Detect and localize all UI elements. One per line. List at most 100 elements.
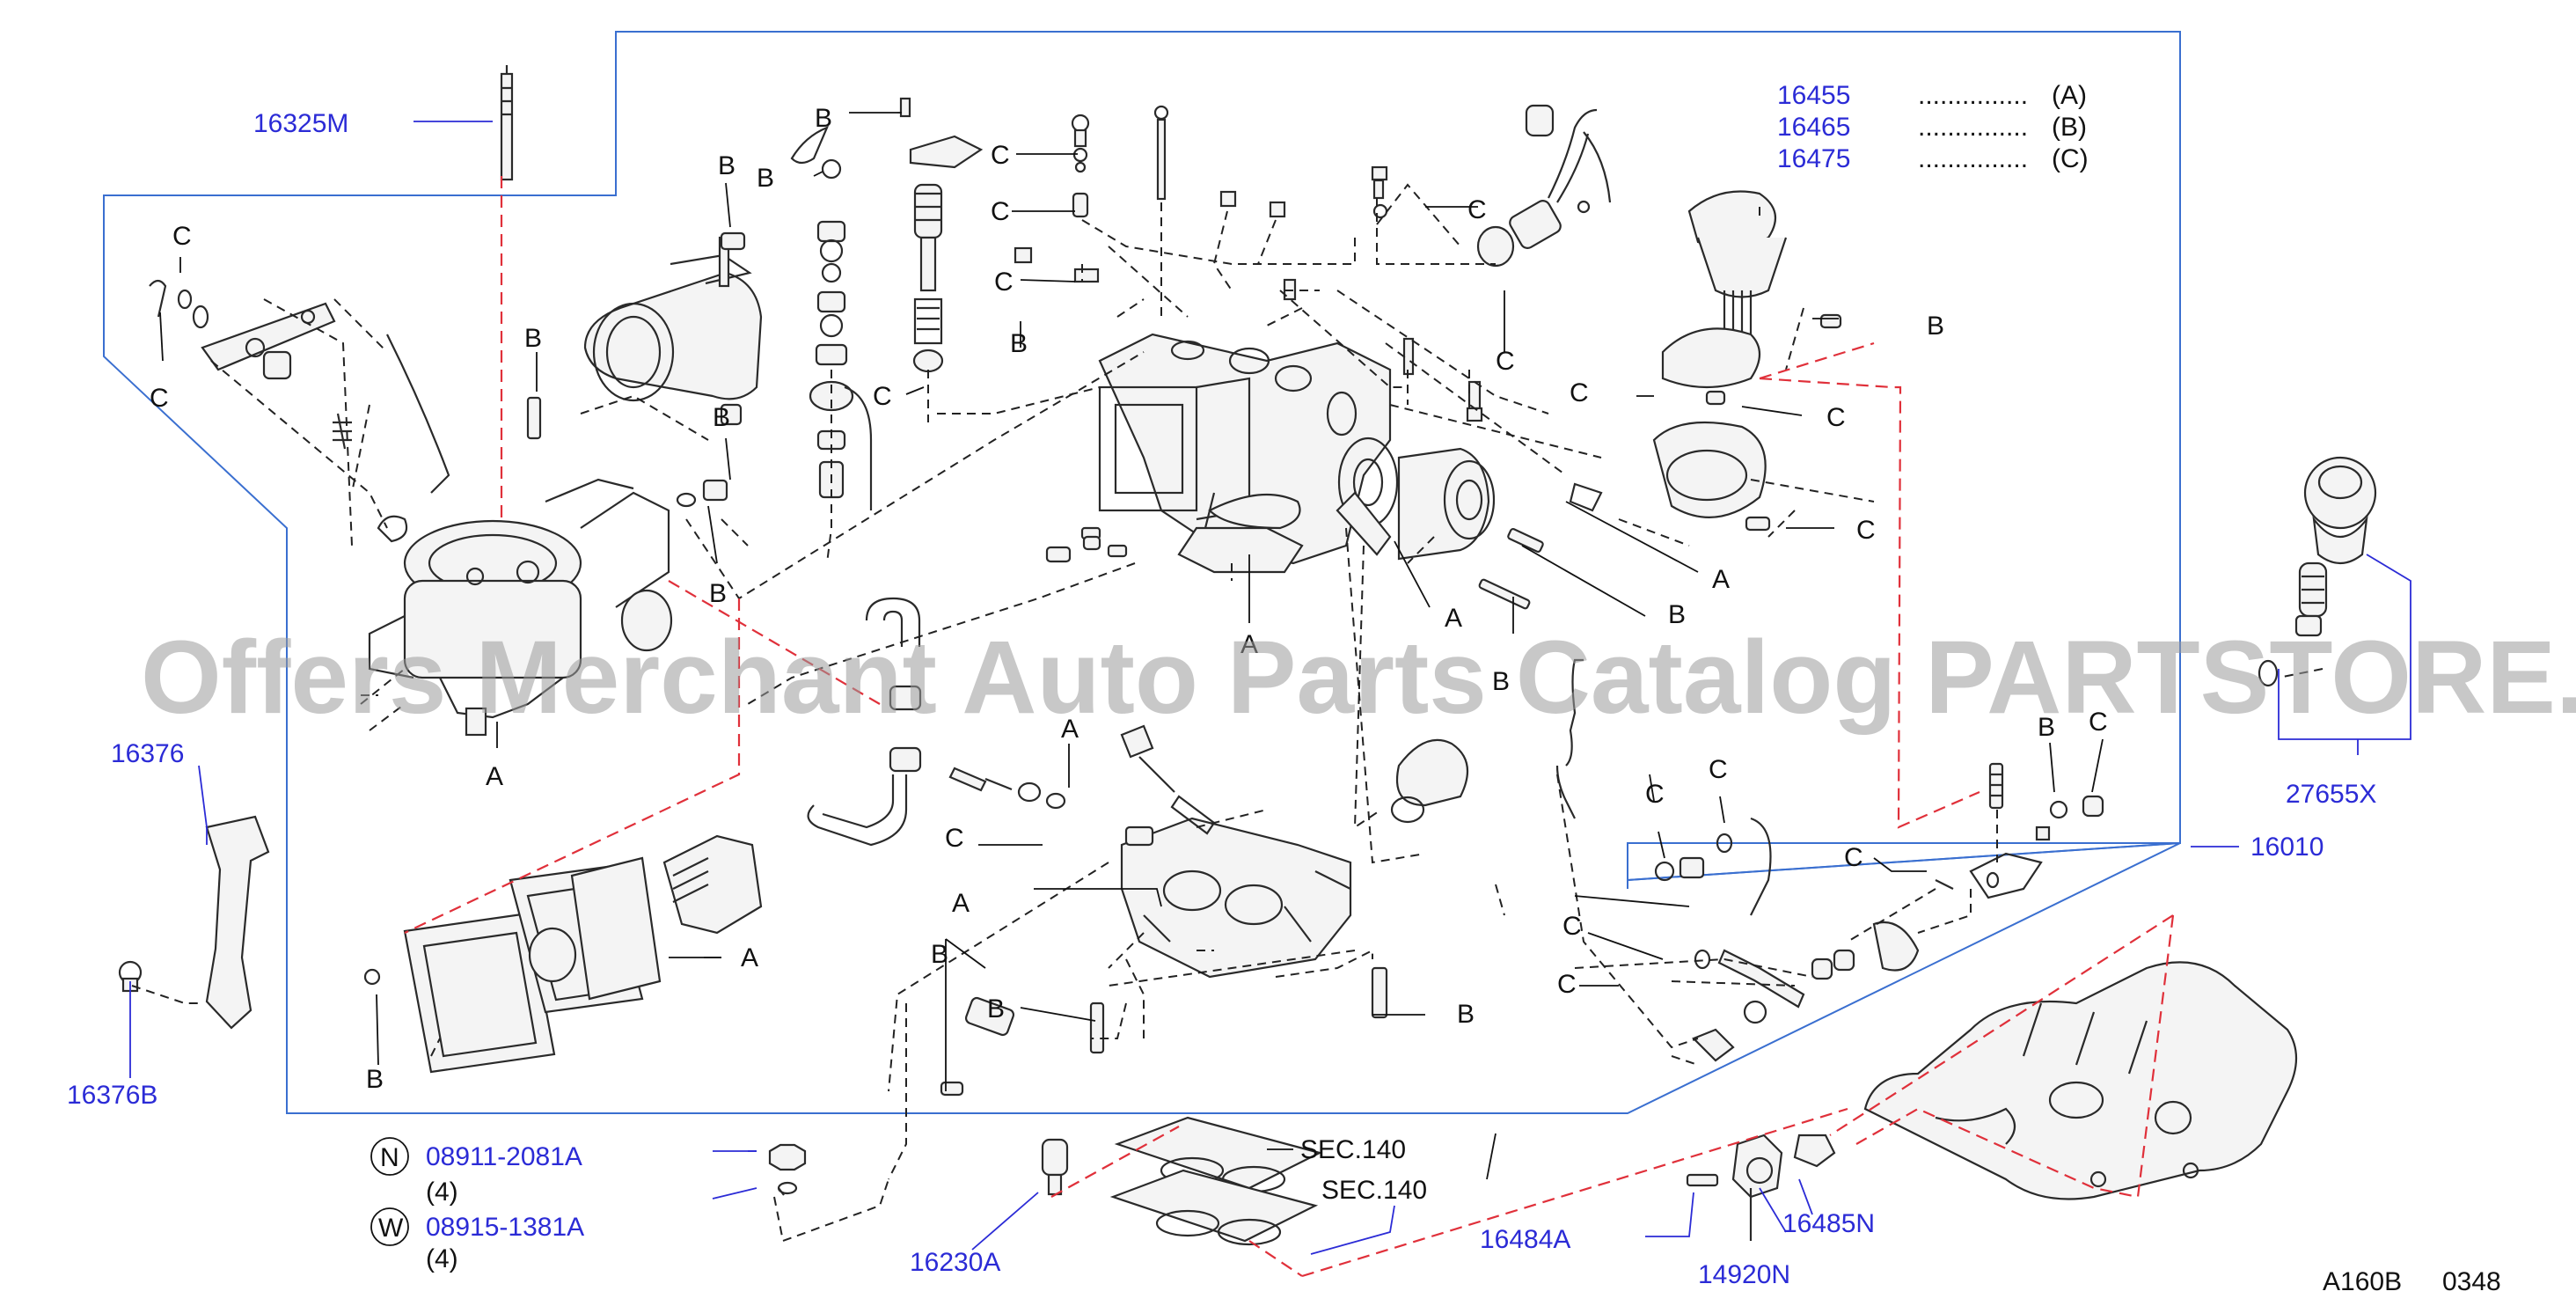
fuel-inlet-column <box>790 125 873 510</box>
callout-c: C <box>1826 403 1846 432</box>
label-16376: 16376 <box>111 739 184 768</box>
assembly-lines <box>131 183 2324 1243</box>
label-sec-140-upper: SEC.140 <box>1300 1135 1406 1164</box>
accelerator-pump <box>899 97 984 373</box>
callout-c: C <box>1557 970 1577 999</box>
label-16485N: 16485N <box>1782 1209 1875 1238</box>
insulator-gaskets <box>1041 1116 1323 1246</box>
callout-b: B <box>1010 329 1028 358</box>
callout-b: B <box>1668 600 1686 629</box>
legend-code-3: (C) <box>2052 144 2089 173</box>
legend-code-1: (A) <box>2052 81 2087 110</box>
callout-c: C <box>945 824 964 853</box>
leader-lines <box>129 112 2411 1255</box>
legend-dots-3: ............... <box>1918 144 2028 173</box>
float-bowl-body <box>1098 333 1392 565</box>
callout-a: A <box>486 762 503 791</box>
callout-c: C <box>1645 780 1665 809</box>
label-16230A: 16230A <box>910 1248 1000 1277</box>
legend-dots-1: ............... <box>1918 81 2028 110</box>
callout-c: C <box>1496 347 1515 376</box>
assembly-frame-outline <box>103 31 2181 1114</box>
callout-c: C <box>1844 843 1863 872</box>
washer-qty: (4) <box>426 1244 458 1273</box>
callout-b: B <box>709 579 727 608</box>
callout-letters: A A A A A A A B B B B B B B B B B B B B … <box>150 104 2108 1094</box>
washer-symbol: W <box>378 1214 404 1243</box>
label-08911: 08911-2081A <box>426 1142 582 1171</box>
dashpot <box>2258 456 2377 687</box>
callout-c: C <box>873 382 892 411</box>
callout-c: C <box>1562 912 1582 941</box>
callout-b: B <box>757 164 774 193</box>
screws <box>526 313 1842 1097</box>
callout-c: C <box>150 384 169 413</box>
intake-manifold <box>1863 961 2297 1200</box>
callout-c: C <box>172 222 192 251</box>
carburetor-body <box>368 478 673 737</box>
callout-c: C <box>991 197 1010 226</box>
diagram-code: A160B <box>2323 1267 2402 1296</box>
label-16325M: 16325M <box>253 109 348 138</box>
callout-b: B <box>1457 1000 1475 1029</box>
choke-linkage <box>1555 658 2043 1062</box>
alignment-lines <box>404 176 2175 1278</box>
label-16010: 16010 <box>2250 833 2324 862</box>
labels: 16325M 16376 16376B 27655X 16010 08911-2… <box>67 81 2501 1296</box>
callout-b: B <box>718 151 735 180</box>
label-16484A: 16484A <box>1480 1225 1570 1254</box>
nut-symbol: N <box>380 1143 399 1172</box>
label-sec-140-lower: SEC.140 <box>1321 1176 1427 1205</box>
legend: 16455 ............... (A) 16465 ........… <box>1777 81 2089 173</box>
callout-c: C <box>994 268 1014 297</box>
callout-a: A <box>1061 715 1079 744</box>
float-assembly <box>1337 437 1496 561</box>
nut-symbol-circle <box>370 1137 409 1176</box>
fuel-cut-solenoid <box>1476 104 1612 268</box>
callout-a: A <box>1445 604 1462 633</box>
callout-c: C <box>1856 516 1876 545</box>
callout-a: A <box>741 943 758 972</box>
callout-b: B <box>2038 713 2055 742</box>
bracket-16376 <box>118 815 270 1030</box>
label-08915: 08915-1381A <box>426 1213 584 1242</box>
callout-a: A <box>952 889 970 918</box>
callout-b: B <box>713 403 730 432</box>
air-horn <box>583 253 763 402</box>
vacuum-hose <box>807 597 922 847</box>
throttle-body <box>1120 817 1352 979</box>
callout-c: C <box>1467 195 1487 224</box>
fast-idle-cam <box>1390 738 1469 824</box>
callout-b: B <box>366 1065 384 1094</box>
left-fittings <box>500 65 746 508</box>
label-16376B: 16376B <box>67 1081 157 1110</box>
legend-part-3: 16475 <box>1777 144 1850 173</box>
nut-qty: (4) <box>426 1178 458 1207</box>
idle-screw-parts <box>948 724 1216 835</box>
callout-b: B <box>1927 312 1944 341</box>
legend-part-2: 16465 <box>1777 113 1850 142</box>
choke-diaphragm <box>1569 190 1788 518</box>
callout-b: B <box>987 994 1005 1024</box>
callout-c: C <box>2089 708 2108 737</box>
callout-b: B <box>931 940 948 969</box>
callout-b: B <box>524 324 542 353</box>
label-27655X: 27655X <box>2286 780 2376 809</box>
callout-a: A <box>1712 565 1730 594</box>
nut-and-washer <box>768 1143 807 1196</box>
callout-c: C <box>991 141 1010 170</box>
diagram-number: 0348 <box>2442 1267 2501 1296</box>
callout-c: C <box>1570 378 1589 407</box>
stopper-parts <box>1988 762 2104 841</box>
bowl-gasket-2 <box>1336 491 1392 556</box>
throttle-lever <box>149 279 450 543</box>
callout-b: B <box>815 104 832 133</box>
callout-a: A <box>1240 630 1258 659</box>
legend-dots-2: ............... <box>1918 113 2028 142</box>
air-cleaner-base <box>363 834 763 1074</box>
callout-c: C <box>1709 755 1728 784</box>
watermark: Offers Merchant Auto Parts Catalog PARTS… <box>141 620 2576 736</box>
washer-symbol-circle <box>370 1207 409 1246</box>
bowl-gasket <box>1177 526 1304 574</box>
